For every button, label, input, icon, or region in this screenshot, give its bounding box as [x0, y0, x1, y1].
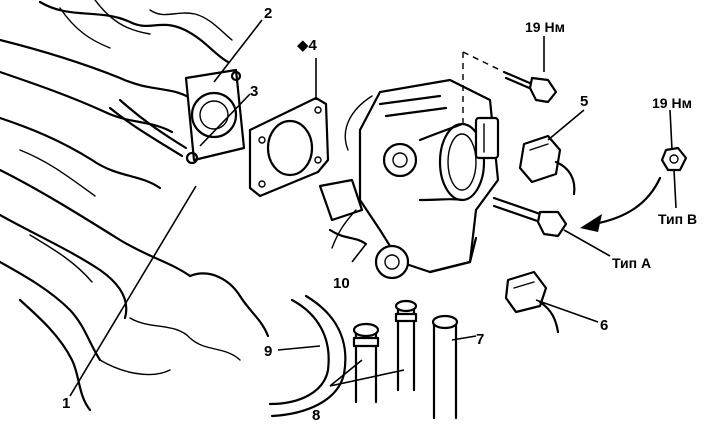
connector-6	[504, 270, 560, 334]
torque-right-label: 19 Нм	[652, 95, 692, 111]
connector-5	[518, 134, 576, 196]
label-10: 10	[333, 275, 350, 292]
bolt-guide-line-2	[462, 51, 501, 71]
long-bolt-type-a	[492, 196, 568, 238]
throttle-body	[318, 78, 500, 280]
hoses-8	[352, 299, 418, 404]
manifold-flange	[108, 68, 246, 165]
leader-lines	[69, 19, 677, 397]
label-7: 7	[476, 331, 484, 348]
label-9: 9	[264, 343, 272, 360]
replacement-arrow	[580, 176, 662, 232]
label-3: 3	[250, 83, 258, 100]
label-4: ◆4	[297, 37, 318, 54]
intake-manifold	[0, 0, 270, 412]
type-a-label: Тип А	[612, 255, 651, 271]
torque-top-label: 19 Нм	[525, 19, 565, 35]
label-5: 5	[580, 93, 588, 110]
gasket	[248, 96, 330, 198]
hose-9	[268, 294, 347, 418]
hose-7	[431, 314, 459, 420]
nut-type-b	[660, 146, 688, 172]
label-1: 1	[62, 395, 70, 412]
top-bolt	[502, 70, 558, 104]
label-2: 2	[264, 5, 272, 22]
label-6: 6	[600, 317, 608, 334]
label-8: 8	[312, 407, 320, 424]
type-b-label: Тип В	[658, 211, 697, 227]
